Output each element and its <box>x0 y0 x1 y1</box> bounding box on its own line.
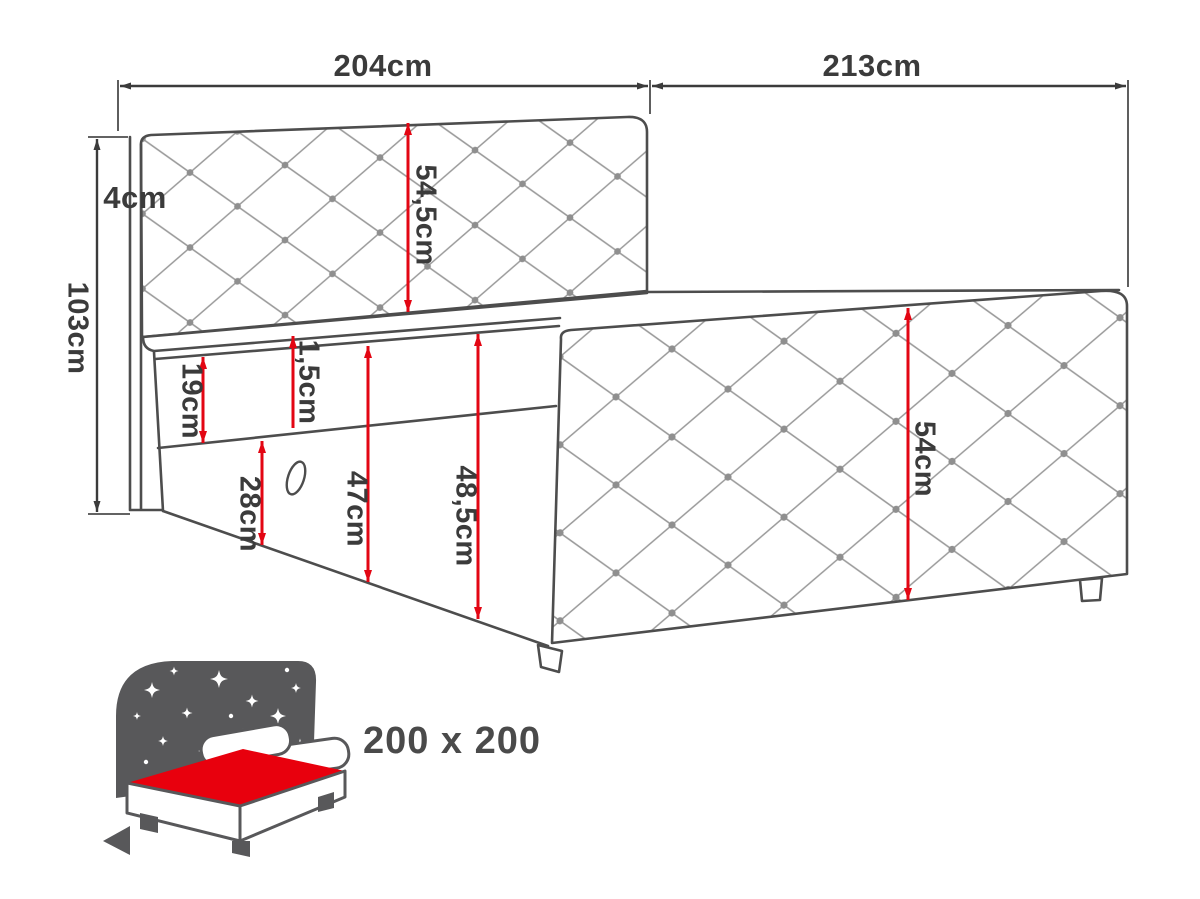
red-dimension-lines <box>199 123 912 619</box>
label-headboard-height: 54,5cm <box>409 164 441 265</box>
label-side-height: 47cm <box>340 471 372 547</box>
front-left-edge <box>152 350 165 513</box>
icon-leg-right <box>318 792 334 812</box>
lift-arrow-icon <box>103 826 130 855</box>
mattress-rear-edge <box>141 291 649 339</box>
headboard-panel <box>128 115 649 512</box>
icon-leg-left <box>140 813 158 833</box>
label-total-height: 103cm <box>61 282 93 375</box>
lift-strap-handle <box>285 460 307 496</box>
dimension-labels: 204cm 213cm 4cm 103cm 54,5cm 1,5cm 19cm … <box>61 48 940 567</box>
box-top-line <box>156 404 558 450</box>
label-storage-height: 28cm <box>233 476 265 552</box>
bottom-edge <box>161 509 550 648</box>
bed-legs <box>536 576 1104 674</box>
black-dimension-lines <box>88 80 1129 515</box>
mattress-seam-line <box>153 324 561 361</box>
label-mattress-lip: 1,5cm <box>292 340 324 425</box>
far-side-rail <box>645 288 1121 294</box>
headboard-outline <box>139 115 649 339</box>
headboard-side-edge <box>128 135 165 512</box>
label-mattress-height: 19cm <box>175 363 207 439</box>
icon-leg-middle <box>232 841 250 857</box>
icon-mattress-top <box>127 749 345 806</box>
label-width-right: 213cm <box>822 48 921 83</box>
footboard-panel <box>550 289 1129 645</box>
rear-right-leg <box>1078 576 1104 603</box>
size-badge: 200 x 200 <box>363 720 541 762</box>
footboard-outline <box>550 289 1129 645</box>
bed-icon <box>103 661 351 857</box>
label-foot-height: 48,5cm <box>449 465 481 566</box>
icon-box-right-face <box>238 769 347 843</box>
label-headboard-thickness: 4cm <box>103 180 167 215</box>
front-leg <box>536 643 564 674</box>
label-width-left: 204cm <box>333 48 432 83</box>
label-footboard-height: 54cm <box>908 421 940 497</box>
